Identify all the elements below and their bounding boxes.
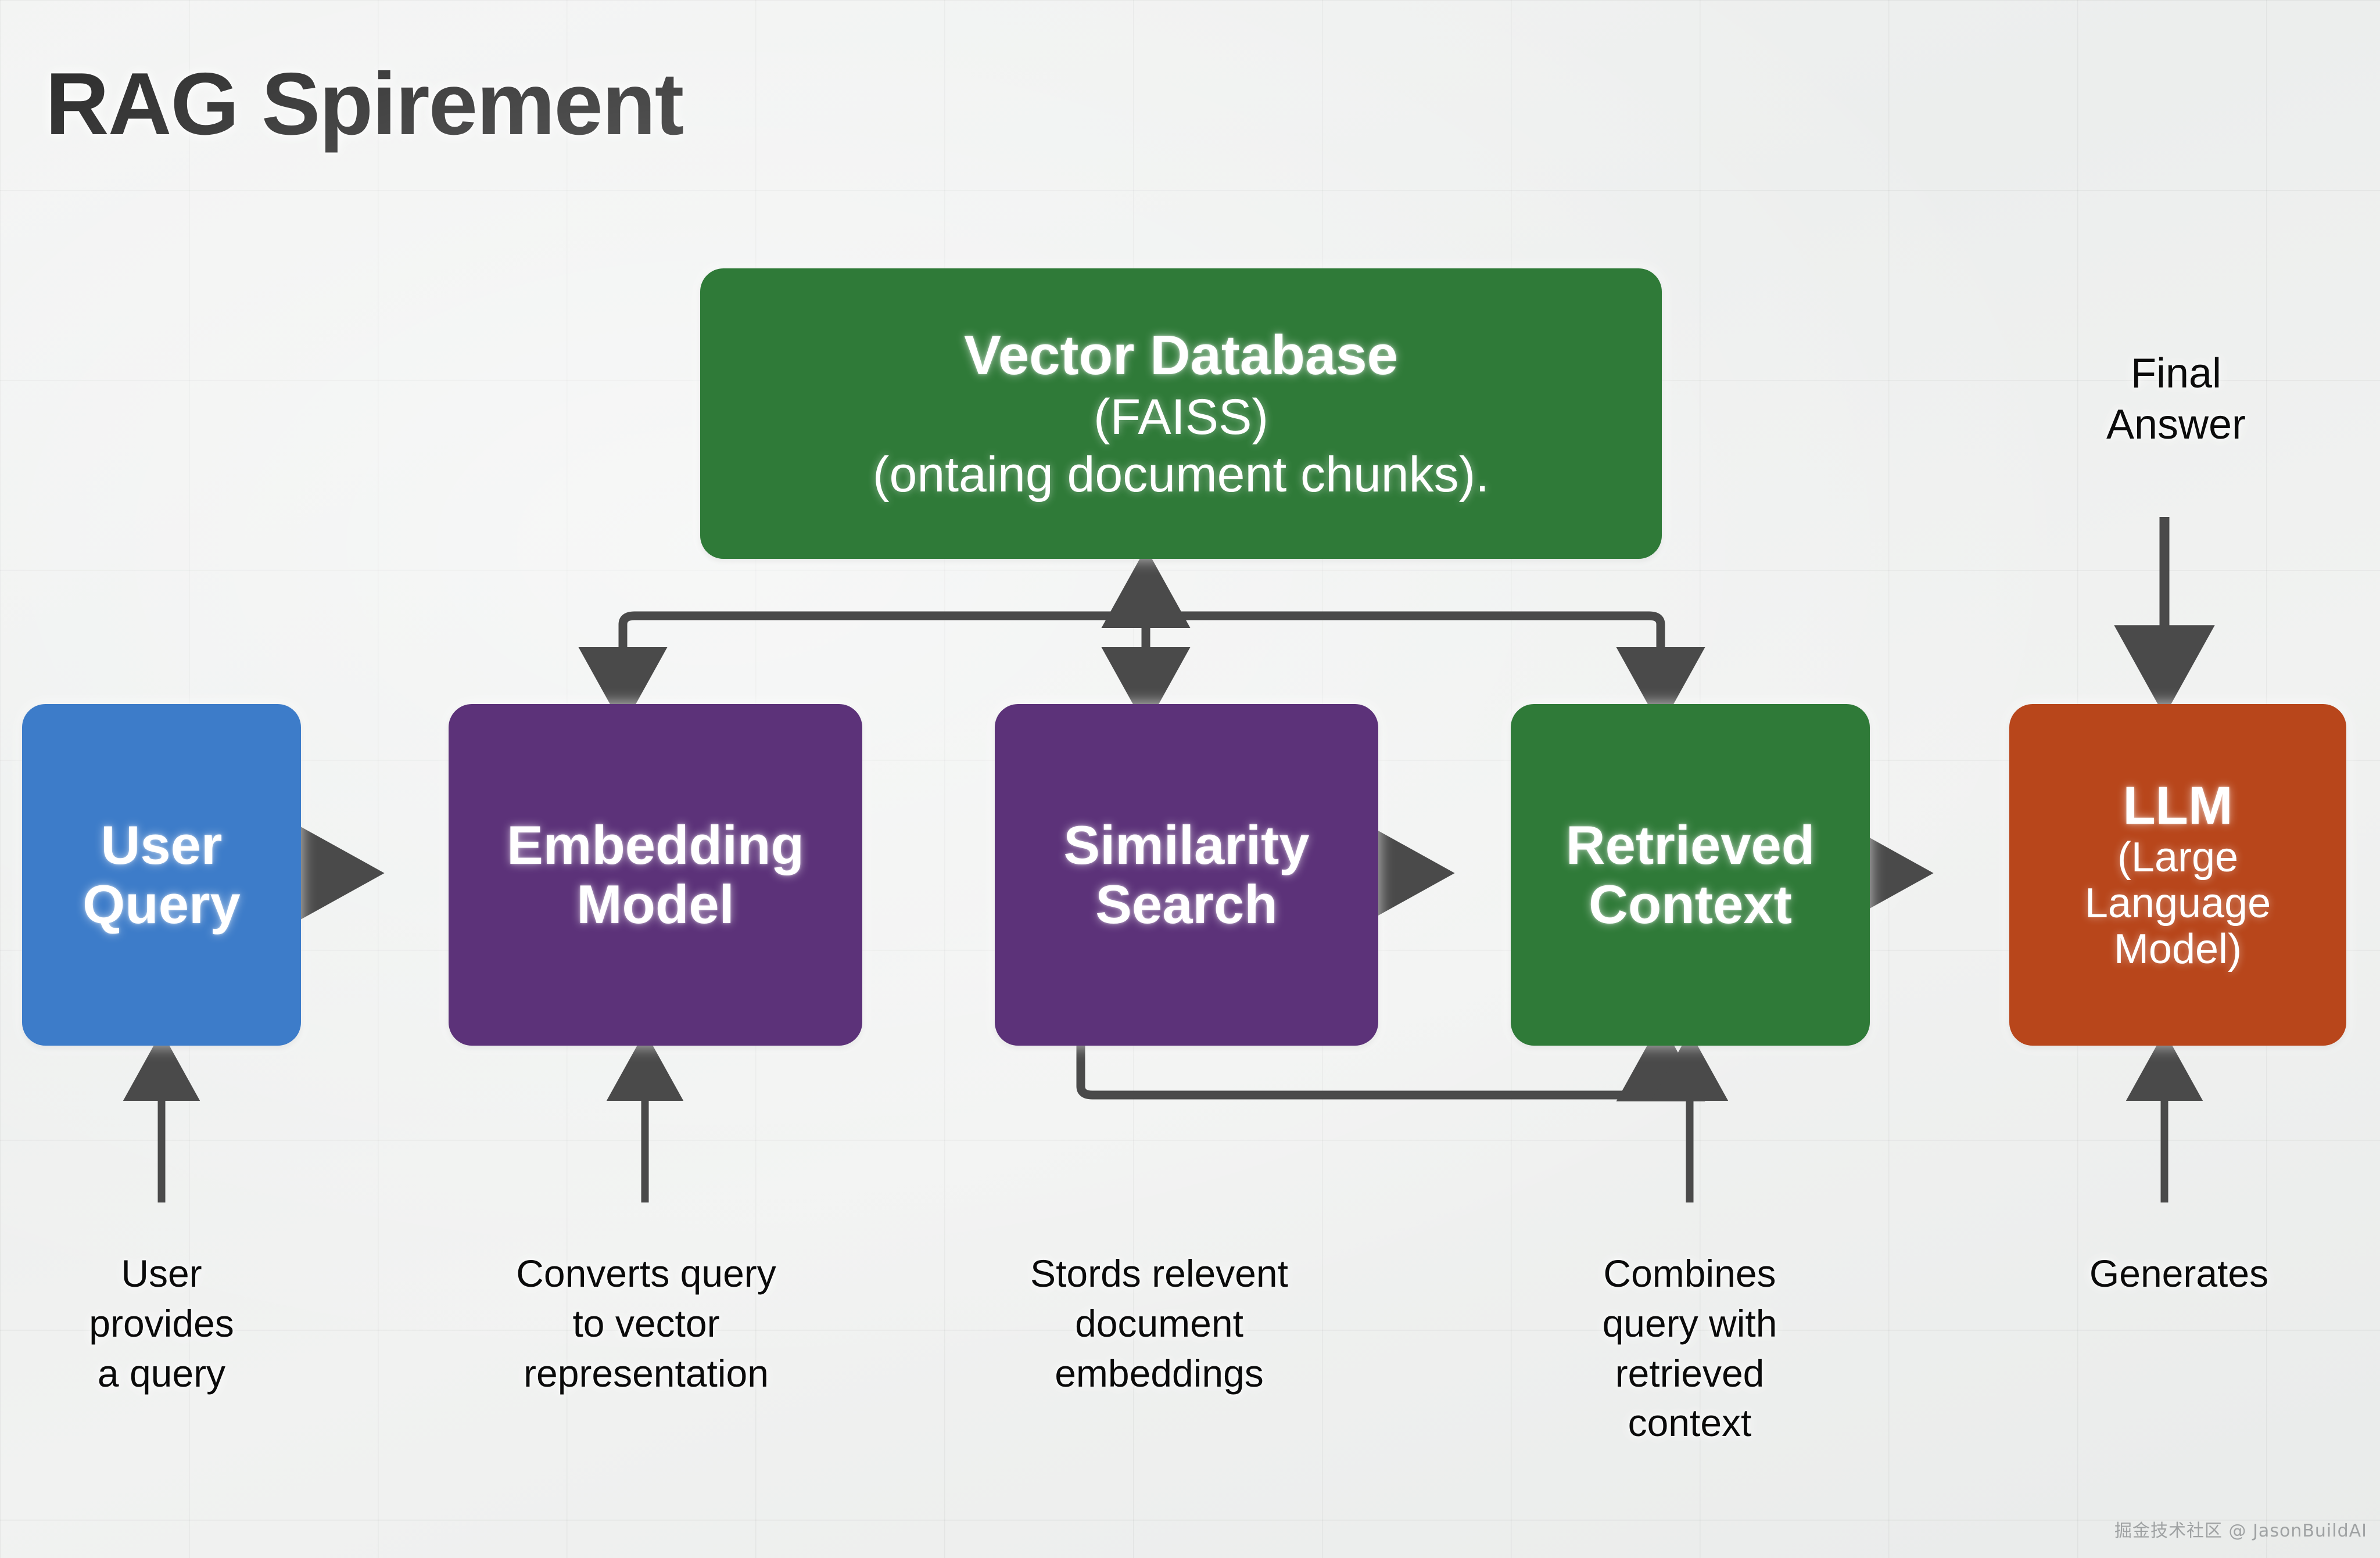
caption-llm: Generates xyxy=(2089,1252,2269,1295)
watermark: 掘金技术社区 @ JasonBuildAI xyxy=(2114,1521,2367,1541)
llm-line2: (Large xyxy=(2117,834,2239,881)
vector-db-subtitle: (FAISS) xyxy=(1093,389,1269,446)
retrieved-line1: Retrieved xyxy=(1565,814,1815,876)
page-title: RAG Spirement xyxy=(45,55,684,153)
user-query-line1: User xyxy=(101,814,223,876)
embedding-line1: Embedding xyxy=(507,814,804,876)
node-vector-database[interactable]: Vector Database (FAISS) (ontaing documen… xyxy=(700,268,1662,559)
llm-line4: Model) xyxy=(2113,926,2242,973)
user-query-line2: Query xyxy=(83,874,241,935)
vector-db-note: (ontaing document chunks). xyxy=(872,446,1490,502)
node-similarity-search[interactable]: Similarity Search xyxy=(995,704,1378,1046)
caption-user-query: User provides a query xyxy=(89,1252,234,1395)
final-answer-line1: Final xyxy=(2130,350,2222,397)
final-answer-line2: Answer xyxy=(2106,401,2246,448)
retrieved-line2: Context xyxy=(1589,874,1792,935)
embedding-line2: Model xyxy=(576,874,734,935)
caption-embedding-model: Converts query to vector representation xyxy=(516,1252,776,1395)
node-embedding-model[interactable]: Embedding Model xyxy=(449,704,862,1046)
arrow-similarity-to-retrieved-loop xyxy=(1076,1021,1705,1102)
label-final-answer: Final Answer xyxy=(2008,349,2345,451)
caption-similarity-search: Stords relevent document embeddings xyxy=(1030,1252,1288,1395)
node-llm[interactable]: LLM (Large Language Model) xyxy=(2009,704,2346,1046)
node-user-query[interactable]: User Query xyxy=(22,704,301,1046)
similarity-line1: Similarity xyxy=(1063,814,1310,876)
similarity-line2: Search xyxy=(1095,874,1278,935)
llm-line3: Language xyxy=(2084,880,2271,927)
vector-db-title: Vector Database xyxy=(963,324,1399,386)
caption-retrieved-context: Combines query with retrieved context xyxy=(1602,1252,1777,1445)
llm-line1: LLM xyxy=(2123,776,2233,835)
node-retrieved-context[interactable]: Retrieved Context xyxy=(1511,704,1870,1046)
